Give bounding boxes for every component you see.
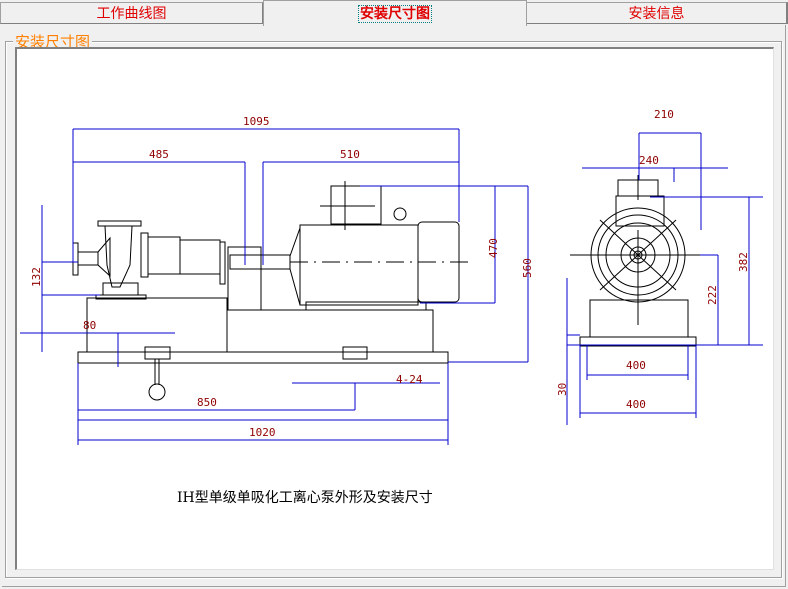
- lift-hook: [148, 383, 166, 401]
- drawing-canvas: [15, 47, 774, 570]
- dimension-labels: 1095 485 510 470 560 132 80 850 1020 4-2…: [30, 108, 750, 439]
- dim-label-bolt-spacing-width: 400: [626, 359, 646, 372]
- coupling: [229, 254, 291, 270]
- tab-performance-curve[interactable]: 工作曲线图: [0, 2, 264, 24]
- dim-label-bolt-spacing: 850: [197, 396, 217, 409]
- terminal-box: [330, 185, 382, 225]
- pump-pedestal: [86, 297, 228, 353]
- dim-label-top-width: 210: [654, 108, 674, 121]
- tab-install-dimension[interactable]: 安装尺寸图: [263, 0, 527, 26]
- tab-label: 工作曲线图: [96, 6, 167, 22]
- motor-body: [299, 224, 419, 306]
- dim-label-flange-width: 240: [639, 154, 659, 167]
- group-box: [5, 41, 782, 578]
- outlet-flange: [97, 220, 142, 227]
- tab-install-info[interactable]: 安装信息: [526, 2, 788, 24]
- dim-label-motor-height: 470: [487, 238, 500, 258]
- dim-label-bolt-holes: 4-24: [396, 373, 423, 386]
- side-view-outline: [72, 175, 710, 401]
- group-title: 安装尺寸图: [13, 33, 93, 51]
- inlet-flange: [72, 242, 79, 276]
- drawing-caption: IH型单级单吸化工离心泵外形及安装尺寸: [177, 490, 433, 506]
- dim-label-shaft-center-height: 222: [706, 285, 719, 305]
- dim-label-pump-length: 485: [149, 148, 169, 161]
- base-frame: [77, 351, 449, 364]
- dim-label-base-thickness: 30: [556, 383, 569, 396]
- dimension-lines: [20, 128, 763, 445]
- tab-label: 安装尺寸图: [358, 5, 432, 23]
- dim-label-total-height: 560: [521, 258, 534, 278]
- tab-label: 安装信息: [628, 6, 685, 22]
- tab-panel: [2, 25, 786, 587]
- dim-label-base-length: 1020: [249, 426, 276, 439]
- front-pedestal: [589, 299, 689, 338]
- motor-pedestal: [226, 309, 434, 353]
- dim-label-shaft-height: 132: [30, 267, 43, 287]
- dim-label-overall-length: 1095: [243, 115, 270, 128]
- tab-bar: 工作曲线图 安装信息 安装尺寸图: [0, 0, 788, 26]
- dim-label-base-width: 400: [626, 398, 646, 411]
- dim-label-base-offset: 80: [83, 319, 96, 332]
- dim-label-motor-length: 510: [340, 148, 360, 161]
- dim-label-outlet-height: 382: [737, 252, 750, 272]
